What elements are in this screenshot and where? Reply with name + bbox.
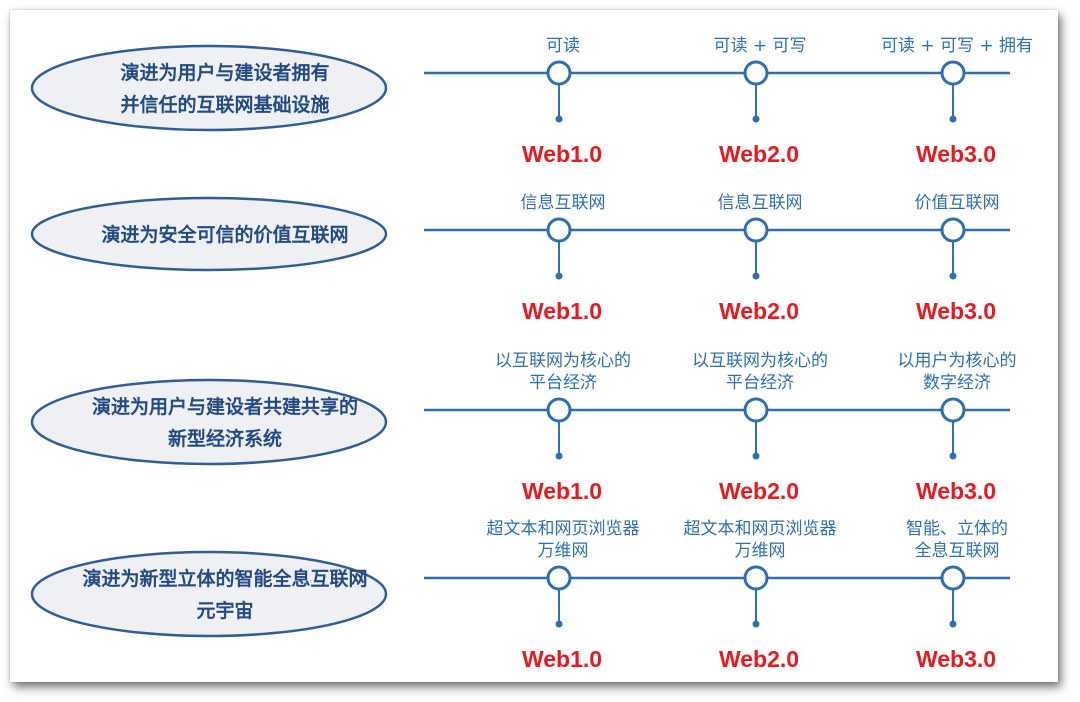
stage-node-4-3 xyxy=(940,565,966,591)
stage-desc-4-1-line-2: 万维网 xyxy=(538,541,589,561)
stage-dot-4-3 xyxy=(949,620,957,628)
stage-desc-3-2-line-2: 平台经济 xyxy=(726,373,794,393)
stage-dot-2-2 xyxy=(752,272,760,280)
web-version-label-4-1: Web1.0 xyxy=(522,646,602,672)
stage-desc-3-1-line-1: 以互联网为核心的 xyxy=(495,351,631,371)
web-version-label-2-2: Web2.0 xyxy=(719,298,799,324)
stage-desc-4-3-line-1: 智能、立体的 xyxy=(906,519,1008,539)
stage-desc-1-3-line-1: 可读 + 可写 + 拥有 xyxy=(881,36,1033,56)
stage-node-3-2 xyxy=(743,397,769,423)
stage-node-1-3 xyxy=(940,60,966,86)
stage-dot-2-1 xyxy=(555,272,563,280)
stage-node-2-3 xyxy=(940,217,966,243)
stage-desc-4-2-line-2: 万维网 xyxy=(735,541,786,561)
goal-ellipse-2 xyxy=(30,196,388,272)
goal-text-1-line-1: 演进为用户与建设者拥有 xyxy=(120,61,329,84)
stage-node-2-1 xyxy=(546,217,572,243)
web-version-label-3-2: Web2.0 xyxy=(719,478,799,504)
stage-dot-4-1 xyxy=(555,620,563,628)
stage-dot-3-2 xyxy=(752,452,760,460)
stage-desc-3-3-line-2: 数字经济 xyxy=(923,373,991,393)
stage-desc-3-3-line-1: 以用户为核心的 xyxy=(898,351,1017,371)
stage-node-4-1 xyxy=(546,565,572,591)
stage-node-3-3 xyxy=(940,397,966,423)
stage-desc-1-2-line-1: 可读 + 可写 xyxy=(713,36,806,56)
stage-dot-1-3 xyxy=(949,115,957,123)
stage-desc-4-2-line-1: 超文本和网页浏览器 xyxy=(684,519,837,539)
web-version-label-4-2: Web2.0 xyxy=(719,646,799,672)
stage-node-1-1 xyxy=(546,60,572,86)
web-version-label-2-3: Web3.0 xyxy=(916,298,996,324)
stage-node-1-2 xyxy=(743,60,769,86)
stage-dot-3-3 xyxy=(949,452,957,460)
web-version-label-1-1: Web1.0 xyxy=(522,141,602,167)
goal-ellipse-4 xyxy=(30,550,388,638)
goal-ellipse-3 xyxy=(30,378,388,466)
stage-node-2-2 xyxy=(743,217,769,243)
stage-dot-3-1 xyxy=(555,452,563,460)
stage-desc-3-1-line-2: 平台经济 xyxy=(529,373,597,393)
stage-desc-4-1-line-1: 超文本和网页浏览器 xyxy=(487,519,640,539)
stage-node-4-2 xyxy=(743,565,769,591)
goal-text-3-line-1: 演进为用户与建设者共建共享的 xyxy=(92,395,358,418)
web-version-label-3-1: Web1.0 xyxy=(522,478,602,504)
stage-desc-3-2-line-1: 以互联网为核心的 xyxy=(692,351,828,371)
goal-text-4-line-2: 元宇宙 xyxy=(196,599,253,622)
stage-desc-4-3-line-2: 全息互联网 xyxy=(915,541,1000,561)
goal-text-4-line-1: 演进为新型立体的智能全息互联网 xyxy=(82,567,367,590)
web-version-label-2-1: Web1.0 xyxy=(522,298,602,324)
goal-text-2-line-1: 演进为安全可信的价值互联网 xyxy=(101,223,348,246)
stage-dot-4-2 xyxy=(752,620,760,628)
stage-node-3-1 xyxy=(546,397,572,423)
diagram-frame: 演进为用户与建设者拥有并信任的互联网基础设施 可读 Web1.0 可读 + 可写 Web… xyxy=(10,10,1058,682)
goal-text-1-line-2: 并信任的互联网基础设施 xyxy=(120,93,329,116)
stage-desc-2-1-line-1: 信息互联网 xyxy=(521,193,606,213)
web-version-label-1-3: Web3.0 xyxy=(916,141,996,167)
goal-ellipse-1 xyxy=(30,44,388,132)
stage-desc-1-1-line-1: 可读 xyxy=(546,36,580,56)
stage-desc-2-2-line-1: 信息互联网 xyxy=(718,193,803,213)
web-version-label-4-3: Web3.0 xyxy=(916,646,996,672)
web-version-label-3-3: Web3.0 xyxy=(916,478,996,504)
stage-dot-1-1 xyxy=(555,115,563,123)
stage-desc-2-3-line-1: 价值互联网 xyxy=(915,193,1000,213)
goal-text-3-line-2: 新型经济系统 xyxy=(168,427,282,450)
web-version-label-1-2: Web2.0 xyxy=(719,141,799,167)
stage-dot-1-2 xyxy=(752,115,760,123)
stage-dot-2-3 xyxy=(949,272,957,280)
